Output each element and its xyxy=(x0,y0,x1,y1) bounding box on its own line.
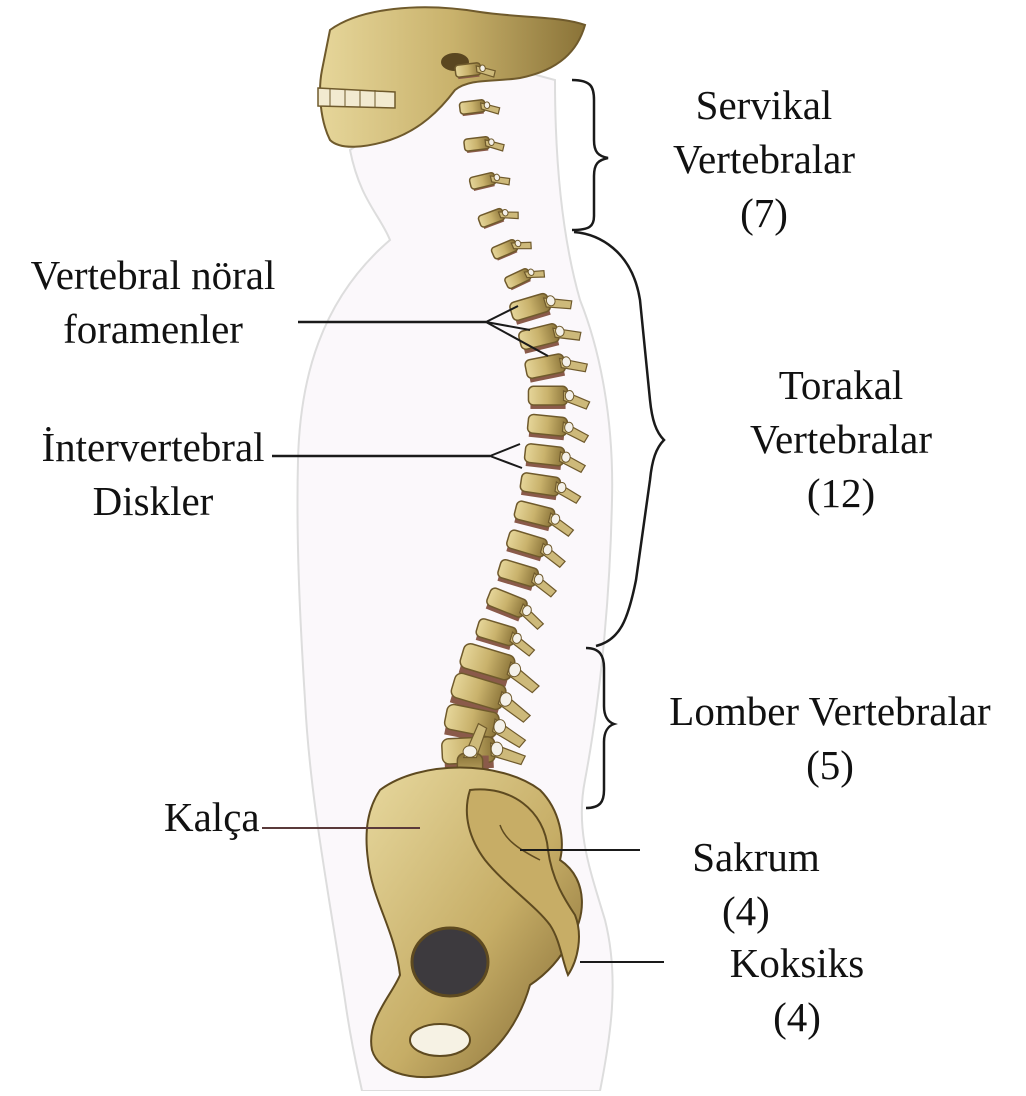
cervical-name: Servikal xyxy=(664,78,864,132)
thoracic-count: (12) xyxy=(716,466,966,520)
coccyx-name: Koksiks xyxy=(712,936,882,990)
neural-foramen xyxy=(488,139,494,146)
vertebral-body xyxy=(527,414,568,436)
hip-name: Kalça xyxy=(164,790,260,844)
lumbar-name: Lomber Vertebralar xyxy=(640,684,1020,738)
neural-foramen xyxy=(564,422,573,433)
lumbar-label: Lomber Vertebralar (5) xyxy=(640,684,1020,792)
neural-foramen xyxy=(463,746,477,758)
cervical-label: Servikal Vertebralar (7) xyxy=(664,78,864,240)
foramina-label: Vertebral nöral foramenler xyxy=(8,248,298,356)
discs-label: İntervertebral Diskler xyxy=(28,420,278,528)
sacrum-label: Sakrum (4) xyxy=(676,830,836,938)
vertebral-body xyxy=(524,443,565,466)
lumbar-count: (5) xyxy=(640,738,1020,792)
neural-foramen xyxy=(491,742,503,756)
coccyx-count: (4) xyxy=(712,990,882,1044)
sacrum-count: (4) xyxy=(676,884,836,938)
hip-label: Kalça xyxy=(164,790,260,844)
neural-foramen xyxy=(565,391,574,401)
discs-line1: İntervertebral xyxy=(28,420,278,474)
sacrum-name: Sakrum xyxy=(676,830,836,884)
thoracic-label: Torakal Vertebralar (12) xyxy=(716,358,966,520)
foramina-line1: Vertebral nöral xyxy=(8,248,298,302)
neural-foramen xyxy=(479,65,485,72)
neural-foramen xyxy=(484,102,490,109)
cervical-sub: Vertebralar xyxy=(664,132,864,186)
cervical-count: (7) xyxy=(664,186,864,240)
thoracic-name: Torakal xyxy=(716,358,966,412)
vertebral-body xyxy=(528,386,567,405)
foramina-line2: foramenler xyxy=(8,302,298,356)
discs-line2: Diskler xyxy=(28,474,278,528)
coccyx-label: Koksiks (4) xyxy=(712,936,882,1044)
thoracic-sub: Vertebralar xyxy=(716,412,966,466)
